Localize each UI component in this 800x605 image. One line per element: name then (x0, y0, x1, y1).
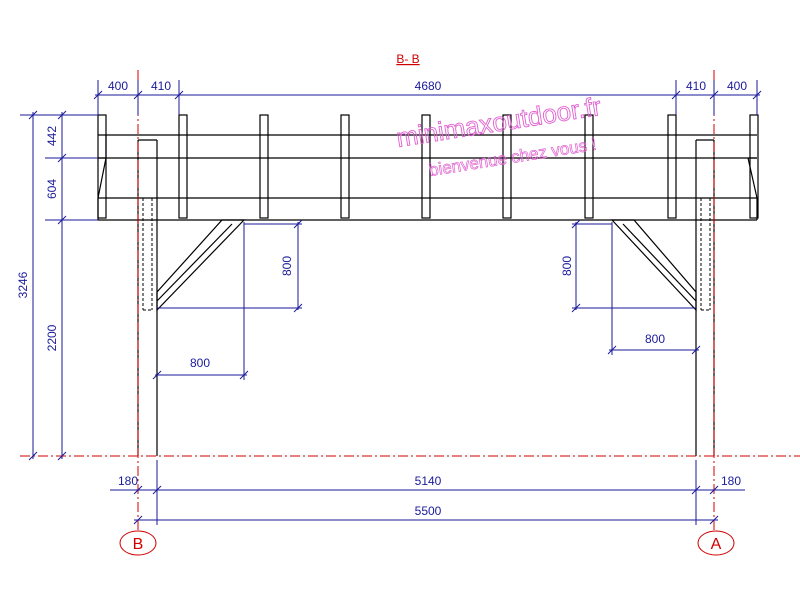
dim-brace-right-vertical: 800 (560, 256, 574, 276)
grid-label-right: A (711, 536, 722, 553)
dim-brace-left-horizontal: 800 (190, 356, 210, 370)
left-brace-dimensions: 800 800 (152, 219, 303, 380)
dim-top-overhang-right: 400 (727, 79, 747, 93)
dim-top-right-span: 410 (686, 79, 706, 93)
bottom-dimension-chain: 180 5140 180 5500 (110, 460, 745, 525)
dim-brace-left-vertical: 800 (280, 256, 294, 276)
dim-left-height-post: 2200 (45, 324, 59, 351)
grid-axis-b: B (119, 530, 157, 556)
dim-bottom-total-span: 5500 (415, 504, 442, 518)
main-beam (97, 157, 758, 221)
left-post (137, 139, 158, 456)
section-title: B- B (396, 52, 419, 66)
right-post (695, 139, 715, 456)
top-dimension-chain: 400 410 4680 410 400 (93, 79, 762, 115)
dim-bottom-left-offset: 180 (118, 474, 138, 488)
left-brace (156, 219, 246, 312)
dim-bottom-right-offset: 180 (721, 474, 741, 488)
grid-axis-a: A (697, 530, 735, 556)
dim-brace-right-horizontal: 800 (645, 332, 665, 346)
dim-bottom-inner-span: 5140 (415, 474, 442, 488)
structure (97, 114, 759, 456)
axis-lines (20, 70, 800, 530)
purlins (97, 114, 759, 219)
right-brace-dimensions: 800 800 (560, 219, 701, 355)
left-dimension-chain: 442 604 2200 3246 (16, 110, 98, 461)
dim-top-left-span: 410 (151, 79, 171, 93)
dim-left-height-beam: 604 (45, 179, 59, 199)
dim-top-center-span: 4680 (415, 79, 442, 93)
dim-top-overhang-left: 400 (108, 79, 128, 93)
dim-left-height-top: 442 (45, 126, 59, 146)
grid-label-left: B (133, 536, 144, 553)
right-brace (610, 219, 697, 312)
dim-left-height-total: 3246 (16, 271, 30, 298)
